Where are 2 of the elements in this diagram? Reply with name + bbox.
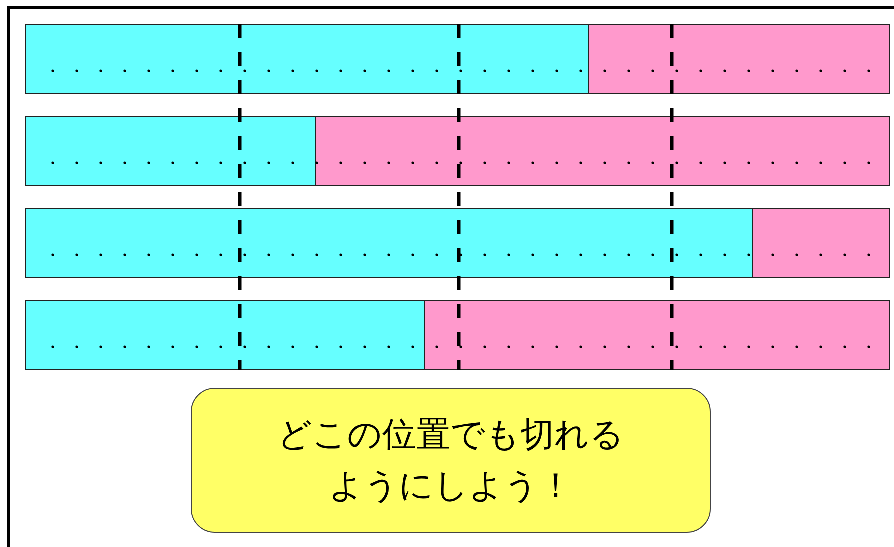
callout-box — [191, 388, 711, 533]
callout-text: どこの位置でも切れるようにしよう！ — [276, 414, 626, 508]
